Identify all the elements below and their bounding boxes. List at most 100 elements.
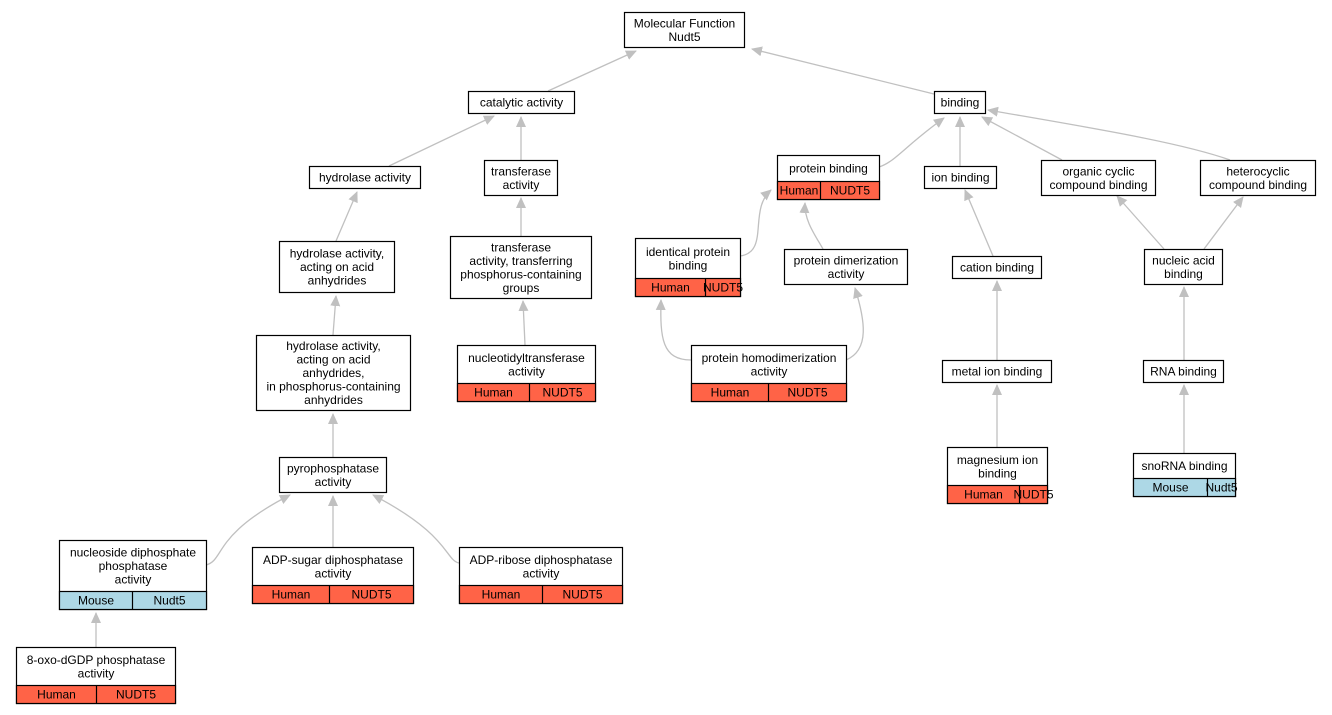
edge-protein_homodimer-to-protein_dimer [845, 287, 864, 361]
node-nucleoside-diphos[interactable]: nucleoside diphosphatephosphataseactivit… [58, 539, 208, 611]
edge-protein_homodimer-to-identical_protein [655, 299, 692, 361]
species-label: Mouse [1152, 481, 1188, 495]
node-label-line: phosphatase [99, 559, 168, 573]
node-box [623, 11, 746, 49]
gene-label: NUDT5 [830, 184, 870, 198]
node-label-line: Nudt5 [668, 30, 700, 44]
gene-label: NUDT5 [703, 281, 743, 295]
node-box [483, 159, 559, 197]
node-box [308, 165, 422, 190]
node-rna-binding[interactable]: RNA binding [1142, 359, 1225, 384]
node-label-line: identical protein [646, 245, 730, 259]
gene-label: NUDT5 [542, 386, 582, 400]
node-hydrolase-acid[interactable]: hydrolase activity,acting on acidanhydri… [278, 240, 396, 294]
node-label-line: activity [503, 178, 540, 192]
node-label-line: pyrophosphatase [287, 461, 379, 475]
node-label-line: nucleotidyltransferase [468, 351, 585, 365]
node-box [951, 255, 1043, 280]
node-label-line: compound binding [1209, 178, 1307, 192]
node-label-line: activity [315, 475, 352, 489]
node-label-line: activity [751, 364, 788, 378]
node-label-line: activity [508, 364, 545, 378]
species-strip [458, 584, 624, 605]
node-label-line: protein dimerization [794, 253, 899, 267]
species-label: Human [272, 588, 311, 602]
node-box [467, 90, 576, 115]
species-strip [776, 180, 881, 201]
node-hydrolase-phos[interactable]: hydrolase activity,acting on acidanhydri… [255, 334, 412, 412]
node-label-line: hydrolase activity [319, 171, 411, 185]
node-label-line: binding [1164, 267, 1203, 281]
species-label: Human [780, 184, 819, 198]
node-label-line: activity [315, 566, 352, 580]
gene-label: NUDT5 [787, 386, 827, 400]
edge-binding-to-root [751, 46, 935, 95]
node-label-line: in phosphorus-containing [266, 380, 400, 394]
node-cation-binding[interactable]: cation binding [951, 255, 1043, 280]
node-label-line: binding [669, 258, 708, 272]
edge-hydrolase-to-catalytic [388, 115, 495, 167]
node-hydrolase[interactable]: hydrolase activity [308, 165, 422, 190]
node-label-line: nucleic acid [1152, 253, 1215, 267]
node-label-line: snoRNA binding [1141, 459, 1227, 473]
node-label-line: phosphorus-containing [460, 267, 581, 281]
node-label-line: activity [78, 666, 115, 680]
node-label-line: activity [115, 573, 152, 587]
node-box [278, 240, 396, 294]
node-ion-binding[interactable]: ion binding [923, 165, 998, 190]
node-metal-ion[interactable]: metal ion binding [941, 359, 1053, 384]
species-strip [634, 277, 742, 298]
species-strip [1132, 477, 1237, 498]
node-label-line: anhydrides [304, 393, 363, 407]
node-label-line: protein homodimerization [702, 351, 837, 365]
node-box [1040, 159, 1157, 197]
species-label: Human [482, 588, 521, 602]
edge-hydrolase_phos-to-hydrolase_acid [330, 295, 341, 336]
node-box [933, 90, 987, 115]
edges-layer [91, 46, 1244, 647]
gene-label: Nudt5 [1205, 481, 1237, 495]
species-label: Human [37, 688, 76, 702]
node-binding[interactable]: binding [933, 90, 987, 115]
node-label-line: groups [503, 281, 540, 295]
node-box [255, 334, 412, 412]
node-label-line: cation binding [960, 261, 1034, 275]
edge-nucleotidyl-to-transferase_phos [518, 300, 529, 346]
node-catalytic[interactable]: catalytic activity [467, 90, 576, 115]
gene-label: NUDT5 [562, 588, 602, 602]
edge-nucleic_acid-to-heterocyclic [1203, 196, 1244, 250]
edge-adp_ribose-to-pyrophosphatase [372, 494, 460, 564]
node-box [1199, 159, 1317, 197]
node-box [449, 235, 593, 300]
node-box [1143, 248, 1224, 286]
species-label: Mouse [78, 594, 114, 608]
node-label-line: binding [941, 96, 980, 110]
node-label-line: binding [978, 466, 1017, 480]
node-label-line: RNA binding [1150, 365, 1217, 379]
species-strip [251, 584, 415, 605]
node-label-line: anhydrides, [302, 366, 364, 380]
node-label-line: Molecular Function [634, 16, 735, 30]
node-box [941, 359, 1053, 384]
node-label-line: ADP-sugar diphosphatase [263, 553, 403, 567]
node-label-line: protein binding [789, 162, 868, 176]
species-label: Human [711, 386, 750, 400]
edge-organic_cyclic-to-binding [981, 116, 1063, 161]
